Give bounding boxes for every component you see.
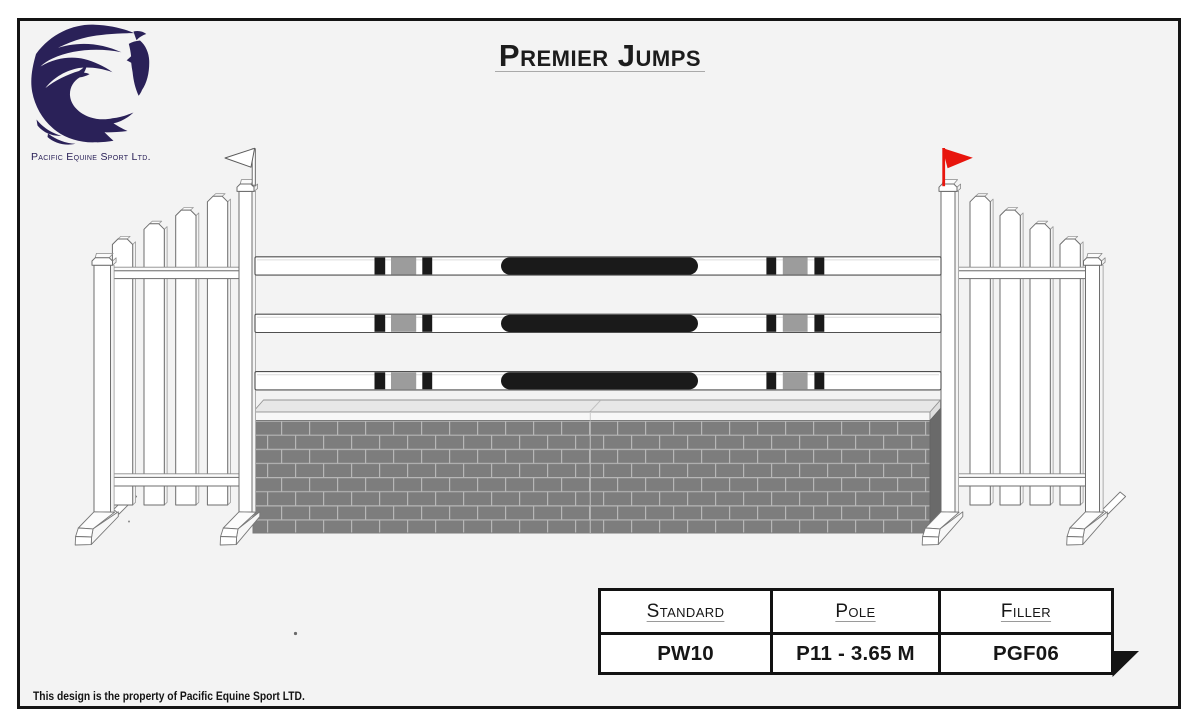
spec-table-header-row: Standard Pole Filler bbox=[598, 588, 1114, 635]
property-note: This design is the property of Pacific E… bbox=[33, 688, 305, 703]
spec-table: Standard Pole Filler PW10 P11 - 3.65 M P… bbox=[598, 588, 1114, 675]
spec-table-header-standard: Standard bbox=[598, 588, 773, 635]
spec-table-header-filler: Filler bbox=[938, 588, 1114, 635]
spec-table-header-pole: Pole bbox=[770, 588, 941, 635]
spec-pole-value: P11 - 3.65 M bbox=[770, 632, 941, 675]
company-name: Pacific Equine Sport Ltd. bbox=[31, 150, 151, 163]
horse-swirl-icon bbox=[31, 24, 150, 145]
page-title: Premier Jumps bbox=[494, 40, 706, 72]
spec-table-value-row: PW10 P11 - 3.65 M PGF06 bbox=[598, 632, 1114, 675]
spec-standard-value: PW10 bbox=[598, 632, 773, 675]
spec-filler-value: PGF06 bbox=[938, 632, 1114, 675]
company-logo bbox=[31, 24, 150, 145]
